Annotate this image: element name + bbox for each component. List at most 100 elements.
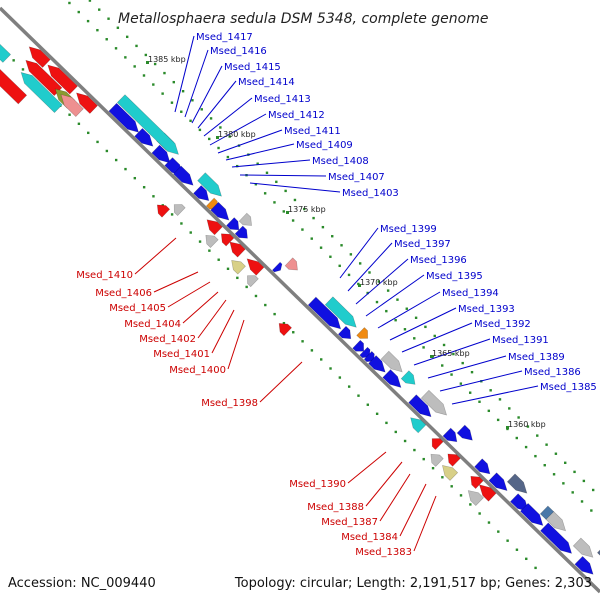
tick-dot: [77, 122, 81, 125]
tick-dot: [189, 231, 192, 234]
tick-dot: [422, 346, 425, 349]
reverse-gene-arrow: [467, 490, 484, 507]
forward-gene-label: Msed_1408: [312, 156, 369, 167]
label-leader-line: [401, 322, 473, 353]
tick-dot: [291, 219, 295, 222]
label-leader-line: [184, 49, 209, 118]
forward-gene-arrow: [368, 355, 386, 373]
tick-dot: [405, 307, 408, 310]
tick-dot: [545, 443, 548, 446]
reverse-gene-label: Msed_1402: [139, 334, 196, 345]
reverse-gene-label: Msed_1400: [169, 365, 226, 376]
tick-dot: [564, 461, 567, 465]
tick-dot: [459, 382, 463, 385]
forward-gene-label: Msed_1411: [284, 126, 341, 137]
genome-backbone: [0, 6, 600, 594]
label-leader-line: [153, 271, 199, 293]
tick-dot: [256, 162, 259, 165]
reverse-gene-label: Msed_1390: [289, 479, 346, 490]
reverse-gene-arrow: [470, 475, 484, 490]
reverse-gene-arrow: [247, 275, 259, 288]
kbp-marker-label: 1360 kbp: [508, 420, 546, 429]
label-leader-line: [134, 237, 177, 275]
tick-dot: [496, 418, 500, 422]
forward-gene-arrow: [116, 94, 179, 155]
forward-gene-arrow: [408, 394, 432, 418]
label-leader-line: [231, 159, 311, 168]
tick-dot: [68, 1, 71, 5]
kbp-tick: [506, 426, 509, 429]
reverse-gene-label: Msed_1387: [321, 517, 378, 528]
reverse-gene-arrow: [47, 64, 78, 95]
tick-dot: [198, 128, 202, 132]
forward-gene-label: Msed_1396: [410, 255, 467, 266]
forward-gene-arrow: [324, 296, 357, 328]
tick-dot: [506, 539, 509, 542]
tick-dot: [293, 198, 297, 202]
tick-dot: [163, 71, 166, 75]
label-leader-line: [355, 258, 409, 305]
tick-dot: [403, 439, 407, 443]
tick-dot: [12, 59, 15, 62]
label-leader-line: [413, 338, 491, 366]
reverse-gene-arrow: [20, 71, 63, 114]
reverse-gene-label: Msed_1388: [307, 502, 364, 513]
tick-dot: [329, 367, 332, 370]
tick-dot: [357, 394, 360, 397]
tick-dot: [98, 8, 101, 11]
forward-gene-arrow: [238, 212, 252, 226]
tick-dot: [525, 557, 528, 561]
tick-dot: [191, 99, 194, 102]
forward-gene-arrow: [540, 522, 573, 554]
reverse-gene-arrow: [76, 92, 98, 114]
forward-gene-arrow: [488, 472, 508, 492]
reverse-gene-arrow: [60, 94, 84, 118]
tick-dot: [375, 412, 379, 416]
tick-dot: [468, 391, 472, 394]
tick-dot: [573, 470, 576, 474]
tick-dot: [413, 448, 416, 452]
forward-gene-label: Msed_1389: [508, 352, 565, 363]
label-leader-line: [451, 385, 539, 405]
forward-gene-arrow: [359, 346, 371, 359]
label-leader-line: [167, 281, 211, 308]
tick-dot: [357, 282, 360, 286]
tick-dot: [263, 192, 267, 195]
tick-dot: [208, 137, 211, 141]
tick-dot: [515, 548, 519, 551]
tick-dot: [358, 262, 362, 265]
tick-dot: [133, 176, 137, 180]
kbp-marker-label: 1365 kbp: [432, 349, 470, 358]
tick-dot: [310, 349, 314, 352]
accession-label: Accession: NC_009440: [8, 576, 156, 591]
tick-dot: [161, 92, 164, 95]
tick-dot: [282, 321, 286, 325]
reverse-gene-label: Msed_1401: [153, 349, 210, 360]
tick-dot: [275, 180, 278, 184]
tick-dot: [375, 300, 379, 304]
label-leader-line: [239, 174, 327, 177]
kbp-tick: [358, 284, 361, 287]
tick-dot: [303, 207, 306, 211]
tick-dot: [508, 407, 511, 410]
tick-dot: [368, 271, 371, 274]
tick-dot: [385, 421, 388, 425]
reverse-gene-arrow: [441, 465, 459, 481]
tick-dot: [180, 110, 183, 113]
forward-gene-label: Msed_1391: [492, 335, 549, 346]
reverse-gene-arrow: [220, 233, 235, 247]
tick-dot: [200, 108, 203, 111]
tick-dot: [208, 249, 211, 252]
tick-dot: [394, 430, 397, 434]
tick-dot: [133, 65, 136, 68]
tick-dot: [142, 74, 146, 77]
reverse-gene-arrow: [478, 484, 497, 502]
tick-dot: [170, 213, 174, 216]
gene-labels-layer: Msed_1417Msed_1416Msed_1415Msed_1414Msed…: [76, 32, 597, 558]
reverse-gene-arrow: [173, 204, 186, 217]
tick-dot: [487, 521, 491, 524]
forward-gene-arrow: [519, 502, 544, 526]
reverse-gene-arrow: [0, 43, 12, 63]
reverse-gene-arrow: [229, 241, 246, 258]
tick-dot: [580, 500, 584, 503]
